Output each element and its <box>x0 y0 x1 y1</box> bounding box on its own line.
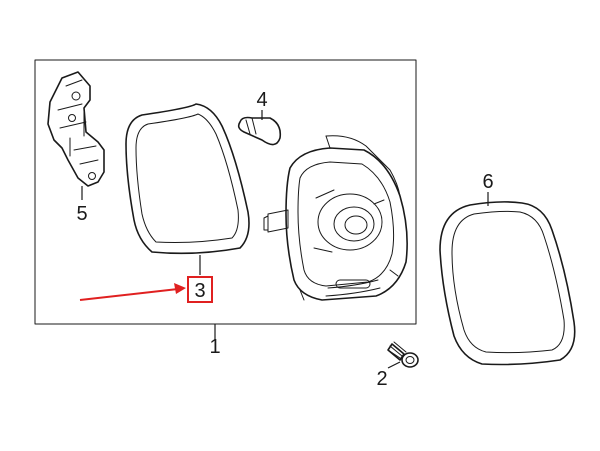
leader-2 <box>387 361 401 369</box>
part-3-gasket <box>125 103 250 255</box>
callout-6: 6 <box>482 171 493 193</box>
assembly-frame <box>34 59 417 325</box>
highlight-box <box>187 276 213 303</box>
part-6-trim-ring <box>439 201 576 366</box>
callout-5: 5 <box>76 203 87 225</box>
callout-2: 2 <box>376 368 387 390</box>
callout-3: 3 <box>194 280 205 302</box>
callout-1: 1 <box>209 336 220 358</box>
red-arrow-icon <box>79 283 186 301</box>
callout-4: 4 <box>256 89 267 111</box>
part-2-screw <box>387 341 419 368</box>
part-5-bracket <box>47 71 105 187</box>
part-4-bulb <box>237 116 282 146</box>
part-1-lamp-housing <box>263 135 408 301</box>
